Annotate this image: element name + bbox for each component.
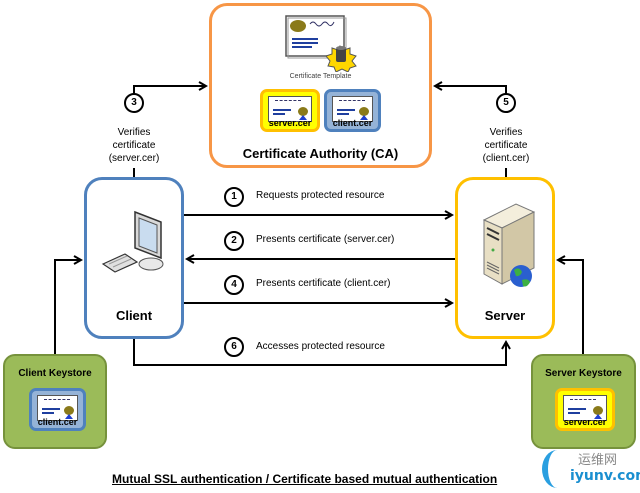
watermark-cn: 运维网 [578, 453, 618, 468]
certificate-icon [268, 96, 312, 122]
arrow-server-keystore [558, 260, 584, 354]
client-keystore-cert-label: client.cer [37, 417, 78, 427]
client-title: Client [115, 308, 153, 323]
server-keystore-box: Server Keystore server.cer [531, 354, 636, 449]
step-2-text: Presents certificate (server.cer) [256, 234, 395, 245]
server-icon [482, 203, 536, 287]
step-3-line-3: (server.cer) [108, 153, 160, 164]
ca-title: Certificate Authority (CA) [242, 146, 399, 161]
ca-server-cert-label: server.cer [268, 118, 312, 128]
step-5-line-3: (client.cer) [482, 153, 530, 164]
server-keystore-cert: server.cer [555, 388, 615, 431]
server-title: Server [484, 308, 526, 323]
step-5-line-1: Verifies [489, 127, 523, 138]
step-5-text: Verifies certificate (client.cer) [466, 126, 546, 165]
step-6-text: Accesses protected resource [256, 341, 385, 352]
diagram-caption: Mutual SSL authentication / Certificate … [112, 472, 498, 486]
step-1-text: Requests protected resource [256, 190, 385, 201]
server-keystore-title: Server Keystore [545, 368, 622, 379]
ca-client-cert-label: client.cer [332, 118, 373, 128]
certificate-icon [332, 96, 373, 122]
client-keystore-cert: client.cer [29, 388, 86, 431]
computer-icon [101, 210, 164, 273]
ca-server-cert: server.cer [260, 89, 320, 132]
step-3-text: Verifies certificate (server.cer) [94, 126, 174, 165]
step-4-text: Presents certificate (client.cer) [256, 278, 391, 289]
arrow-client-keystore [54, 260, 81, 354]
server-keystore-cert-label: server.cer [563, 417, 607, 427]
step-3-line-1: Verifies [117, 127, 151, 138]
client-keystore-title: Client Keystore [18, 368, 92, 379]
step-4-badge: 4 [224, 275, 244, 295]
step-3-badge: 3 [124, 93, 144, 113]
certificate-authority-box: Certificate Template server.cer client.c… [209, 3, 432, 168]
certificate-template-icon [285, 15, 357, 72]
arrow-step-3-top [133, 86, 206, 112]
certificate-template-label: Certificate Template [289, 73, 352, 80]
step-3-line-2: certificate [112, 140, 156, 151]
watermark-en: iyunv.com [570, 468, 640, 484]
arrow-step-6 [133, 339, 506, 366]
step-5-badge: 5 [496, 93, 516, 113]
ca-client-cert: client.cer [324, 89, 381, 132]
client-keystore-box: Client Keystore client.cer [3, 354, 107, 449]
server-box: Server [455, 177, 555, 339]
step-6-badge: 6 [224, 337, 244, 357]
certificate-icon [563, 395, 607, 421]
client-box: Client [84, 177, 184, 339]
arrow-step-5-top [435, 86, 507, 112]
step-1-badge: 1 [224, 187, 244, 207]
watermark: 运维网 iyunv.com [538, 446, 640, 492]
step-5-line-2: certificate [484, 140, 528, 151]
step-2-badge: 2 [224, 231, 244, 251]
watermark-logo-icon [542, 450, 572, 488]
certificate-icon [37, 395, 78, 421]
